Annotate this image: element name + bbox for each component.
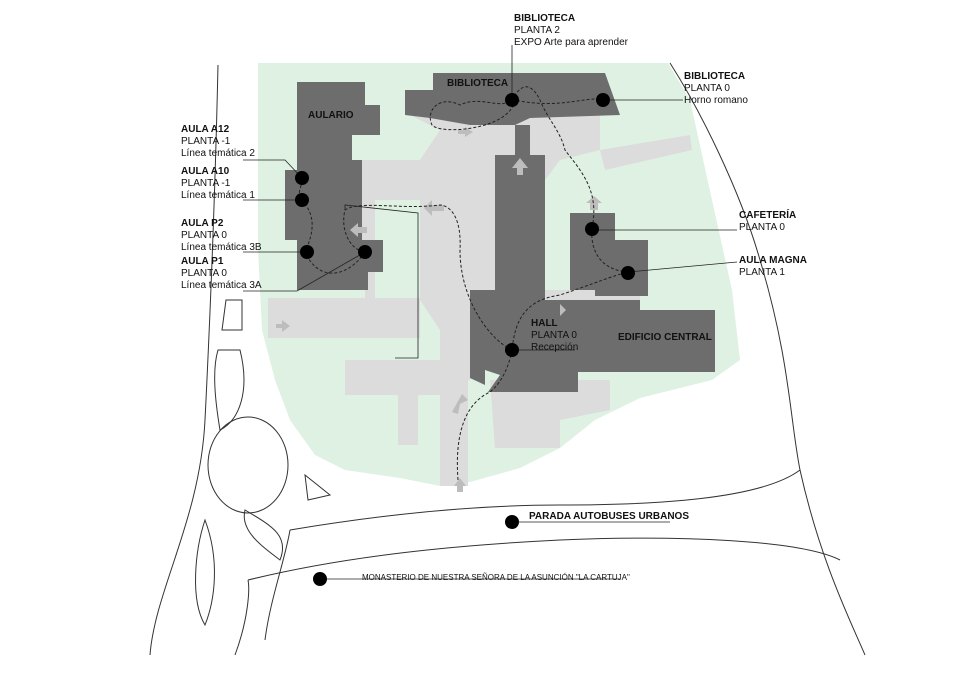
markers <box>295 93 635 586</box>
marker-aula-a12 <box>295 171 309 185</box>
building-aulario <box>285 82 383 290</box>
building-label-aulario: AULARIO <box>308 110 354 121</box>
roads <box>149 62 866 656</box>
marker-aula-p2 <box>300 245 314 259</box>
leader-lines <box>243 45 738 580</box>
marker-aula-p1 <box>358 245 372 259</box>
marker-monastery <box>313 572 327 586</box>
marker-aula-a10 <box>295 193 309 207</box>
marker-cafeteria <box>585 222 599 236</box>
building-label-biblioteca: BIBLIOTECA <box>447 78 509 89</box>
entrance-arrows <box>276 127 602 492</box>
marker-hall <box>505 343 519 357</box>
building-label-edificio-central: EDIFICIO CENTRAL <box>618 332 712 343</box>
building-central <box>470 155 715 392</box>
marker-biblioteca-p2 <box>505 93 519 107</box>
label-bus-stop: PARADA AUTOBUSES URBANOS <box>529 511 690 522</box>
marker-biblioteca-p0 <box>596 93 610 107</box>
label-monastery: MONASTERIO DE NUESTRA SEÑORA DE LA ASUNC… <box>362 573 630 582</box>
marker-aula-magna <box>621 266 635 280</box>
marker-bus-stop <box>505 515 519 529</box>
